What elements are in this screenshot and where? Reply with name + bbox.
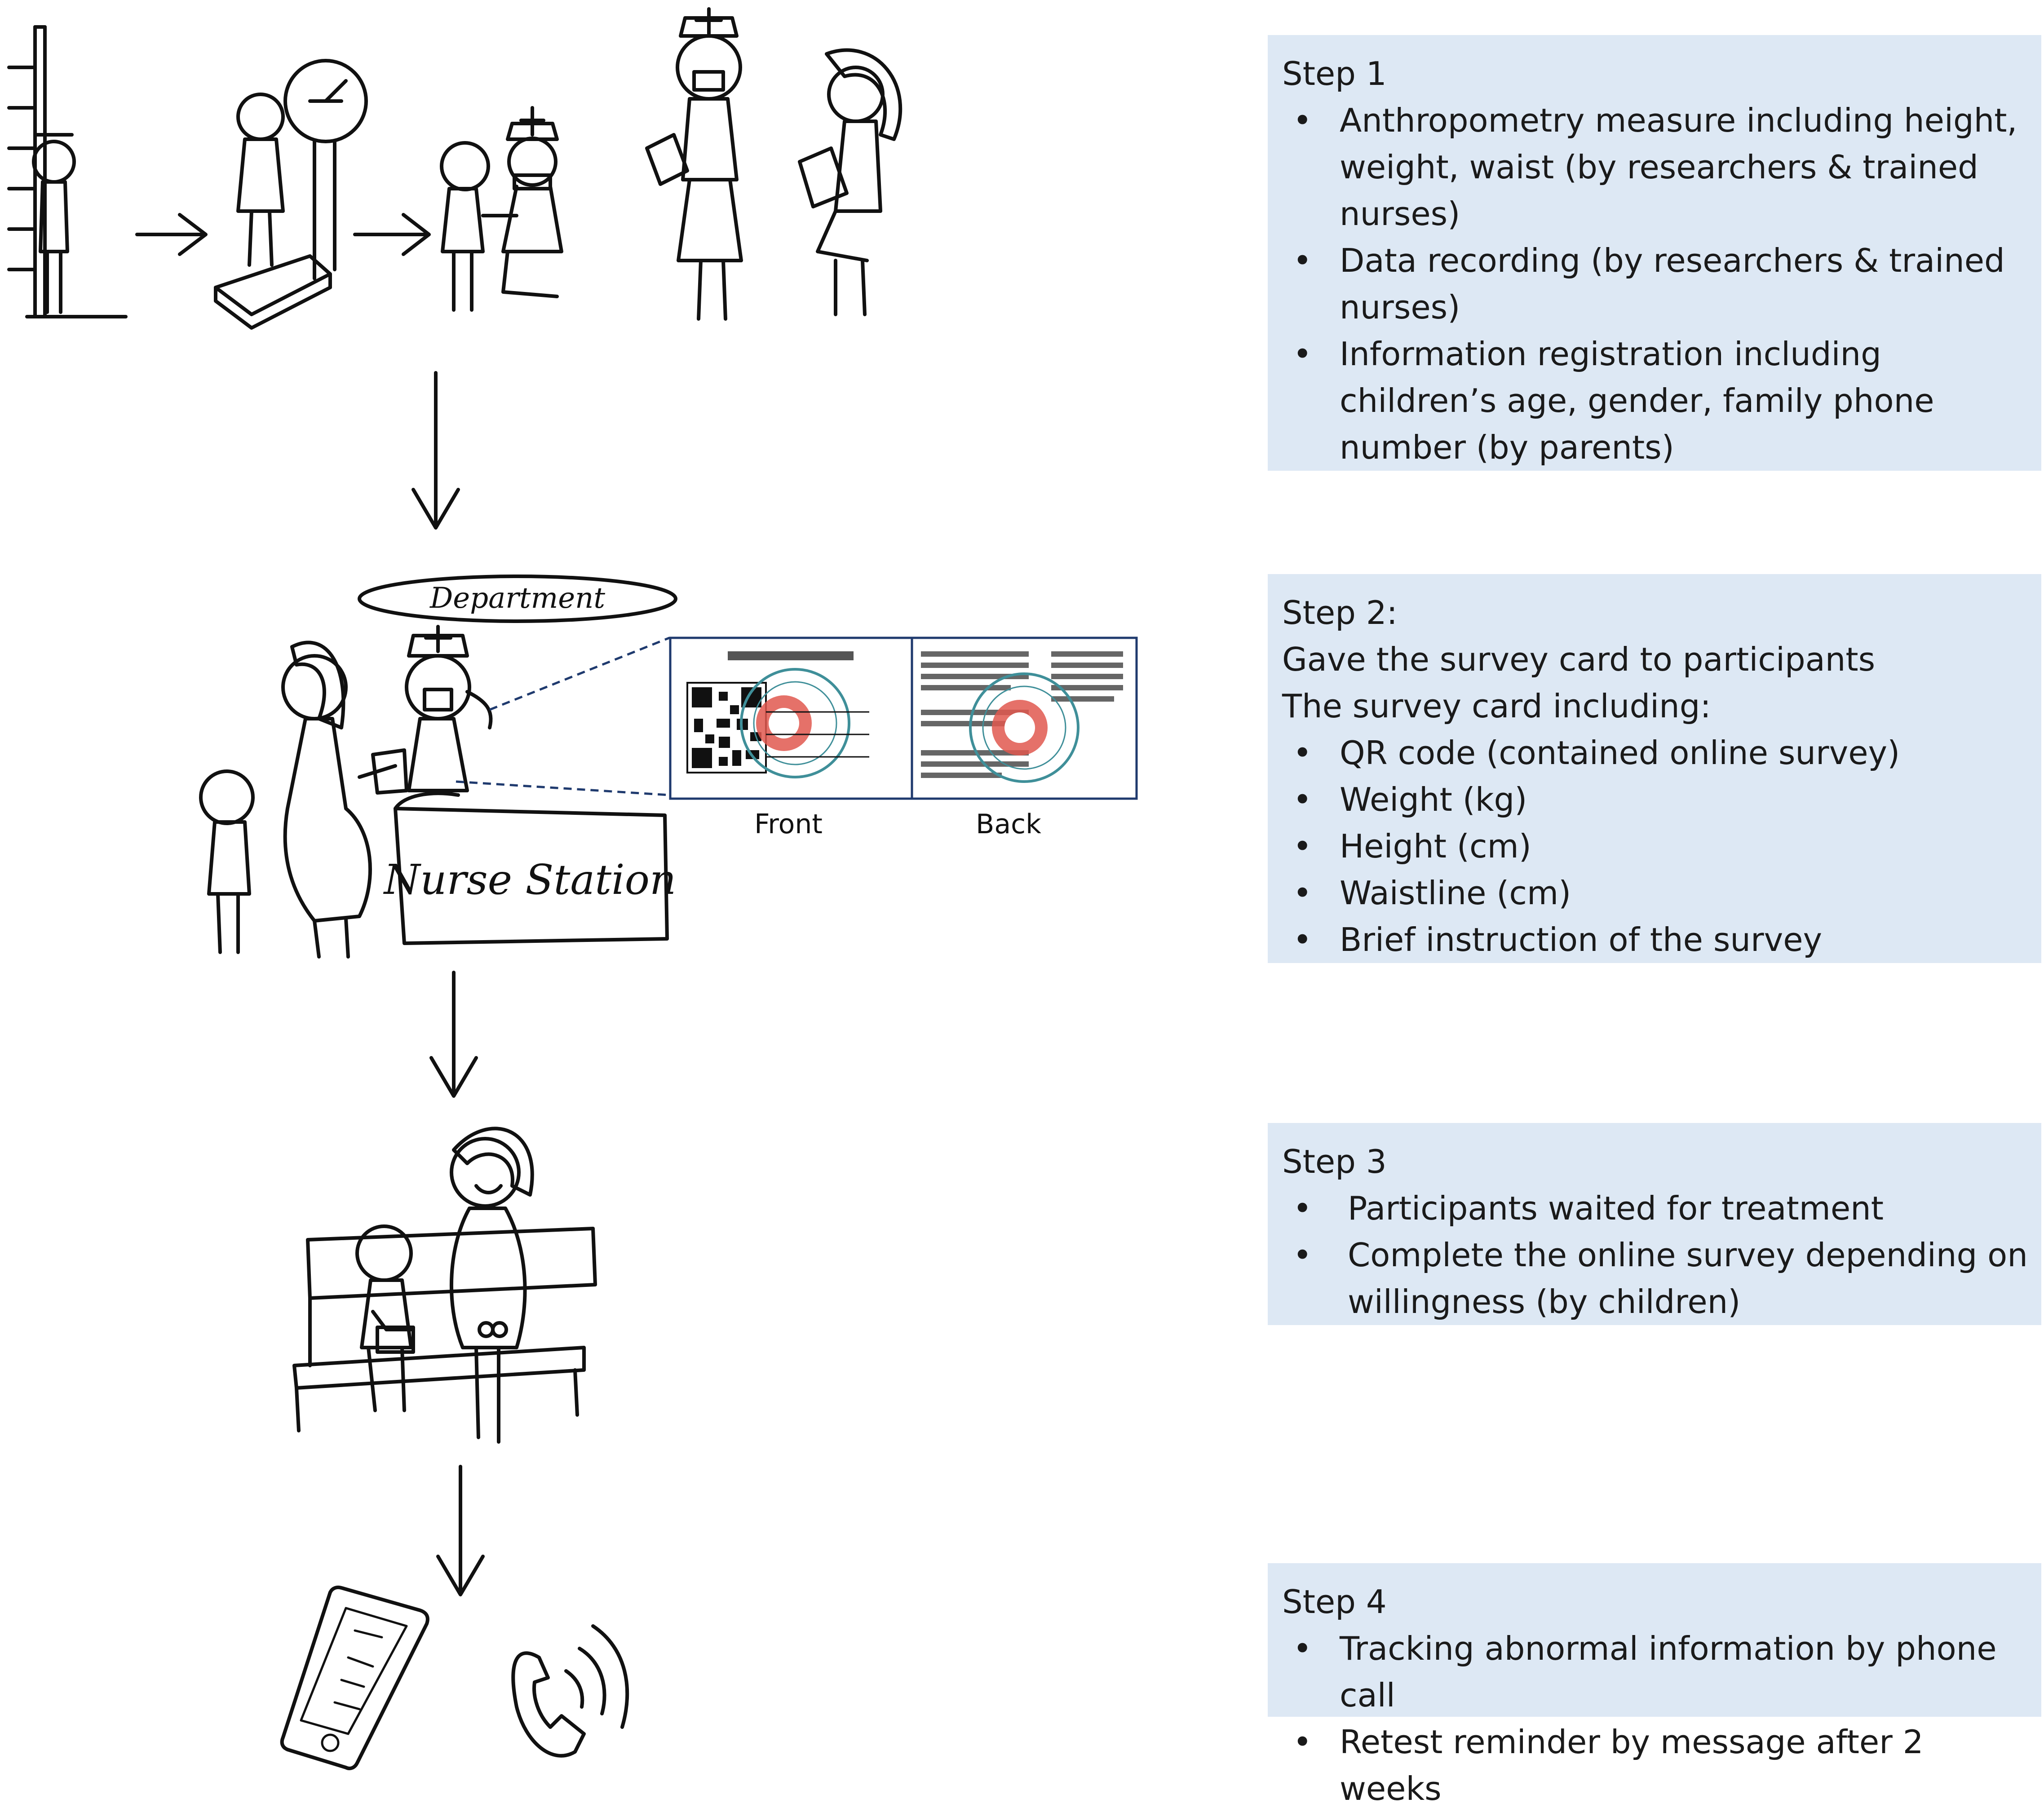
arrow-down-icon [429, 971, 478, 1098]
step-description: The survey card including: [1282, 687, 1711, 725]
nurse-measuring-icon [440, 106, 563, 312]
step4-sketch [280, 1585, 629, 1770]
list-item: Weight (kg) [1282, 776, 2028, 823]
step-bullet-list: QR code (contained online survey) Weight… [1282, 729, 2028, 963]
survey-card-front [669, 636, 913, 800]
step2-sketch: Department [199, 575, 1138, 959]
department-label: Department [429, 582, 605, 615]
arrow-down-icon [411, 371, 460, 530]
list-item: QR code (contained online survey) [1282, 729, 2028, 776]
child-waiting-icon [355, 1224, 415, 1412]
step-bullet-list: Anthropometry measure including height, … [1282, 97, 2028, 471]
list-item: Participants waited for treatment [1282, 1185, 2028, 1232]
step-4-box: Step 4 Tracking abnormal information by … [1268, 1563, 2041, 1808]
step-2-box: Step 2: Gave the survey card to particip… [1268, 574, 2041, 963]
scale-icon [214, 59, 368, 330]
child-at-station-icon [199, 769, 255, 954]
parent-at-station-icon [281, 641, 397, 959]
step-title: Step 1 [1282, 55, 1387, 93]
nurse-recording-icon [645, 7, 743, 321]
step-title: Step 2: [1282, 594, 1398, 632]
list-item: Anthropometry measure including height, … [1282, 97, 2028, 237]
list-item: Retest reminder by message after 2 weeks [1282, 1719, 2028, 1812]
seal-stamp-icon [969, 672, 1080, 783]
parent-registering-icon [798, 48, 903, 316]
list-item: Waistline (cm) [1282, 870, 2028, 916]
department-sign: Department [358, 575, 677, 623]
step-bullet-list: Tracking abnormal information by phone c… [1282, 1625, 2028, 1812]
qr-code-icon [692, 687, 761, 768]
card-back-label: Back [976, 809, 1041, 840]
waiting-bench-icon [292, 1227, 597, 1432]
workflow-illustration: Department [7, 7, 1138, 1770]
list-item: Data recording (by researchers & trained… [1282, 237, 2028, 331]
survey-card-handoff-icon [371, 748, 408, 795]
survey-card-back [911, 636, 1138, 800]
phone-call-icon [511, 1624, 629, 1758]
arrow-right-icon [135, 213, 208, 256]
list-item: Brief instruction of the survey [1282, 916, 2028, 963]
step-bullet-list: Participants waited for treatment Comple… [1282, 1185, 2028, 1325]
step-title: Step 3 [1282, 1143, 1387, 1180]
list-item: Tracking abnormal information by phone c… [1282, 1625, 2028, 1719]
step1-sketch [7, 7, 903, 330]
step-1-box: Step 1 Anthropometry measure including h… [1268, 35, 2041, 471]
arrow-right-icon [353, 213, 431, 256]
nurse-at-station-icon [405, 625, 493, 792]
height-rod-icon [7, 25, 128, 318]
list-item: Information registration including child… [1282, 331, 2028, 471]
nurse-station-label: Nurse Station [383, 856, 677, 904]
parent-waiting-icon [449, 1127, 534, 1444]
smartphone-icon [280, 1585, 429, 1770]
step-title: Step 4 [1282, 1583, 1387, 1621]
step3-sketch [292, 1127, 597, 1444]
seal-stamp-icon [740, 668, 850, 778]
list-item: Complete the online survey depending on … [1282, 1232, 2028, 1325]
arrow-down-icon [436, 1465, 485, 1596]
card-front-label: Front [754, 809, 823, 840]
list-item: Height (cm) [1282, 823, 2028, 870]
nurse-station-desk: Nurse Station [383, 791, 677, 945]
zoom-lines [456, 636, 670, 796]
step-3-box: Step 3 Participants waited for treatment… [1268, 1123, 2041, 1325]
step-description: Gave the survey card to participants [1282, 641, 1876, 678]
